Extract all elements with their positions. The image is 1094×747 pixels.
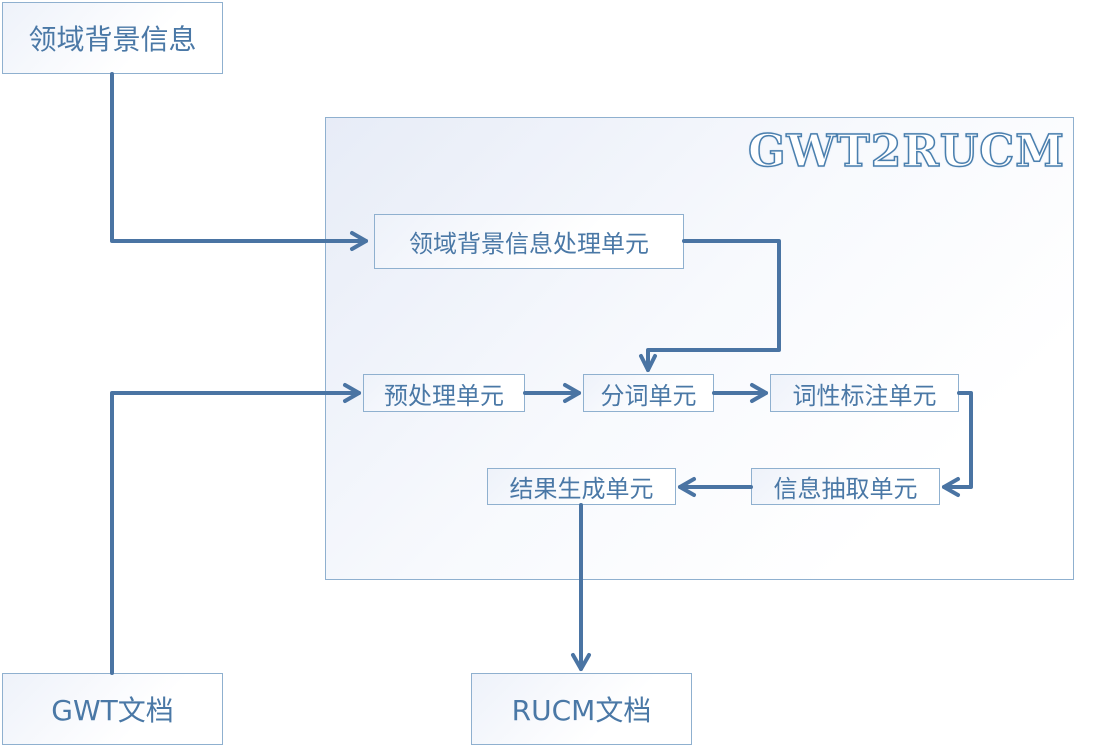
arrowhead-processing-to-segmentation: [639, 354, 657, 372]
preprocess-unit: 预处理单元: [363, 374, 525, 412]
arrow-domain-to-processing: [110, 72, 368, 243]
pos-tagging-unit: 词性标注单元: [770, 374, 959, 412]
arrowhead-gwt-to-preprocess: [343, 383, 361, 403]
domain-processing-unit: 领域背景信息处理单元: [374, 214, 684, 269]
arrow-processing-to-segmentation: [646, 239, 781, 372]
system-title: GWT2RUCM: [747, 125, 1065, 178]
arrow-pos-to-extraction: [942, 391, 973, 489]
result-generation-unit: 结果生成单元: [487, 468, 676, 505]
arrow-gwt-to-preprocess: [110, 391, 361, 675]
arrowhead-preprocess-to-segmentation: [563, 383, 581, 403]
arrowhead-segmentation-to-pos: [750, 383, 768, 403]
gwt-doc-box: GWT文档: [2, 673, 223, 745]
segmentation-unit: 分词单元: [583, 374, 714, 412]
information-extraction-unit: 信息抽取单元: [751, 468, 940, 505]
arrowhead-extraction-to-result: [678, 477, 696, 497]
rucm-doc-box: RUCM文档: [471, 673, 692, 745]
arrowhead-domain-to-processing: [350, 231, 368, 251]
arrowhead-result-to-rucm: [571, 653, 591, 671]
arrowhead-pos-to-extraction: [942, 477, 960, 497]
